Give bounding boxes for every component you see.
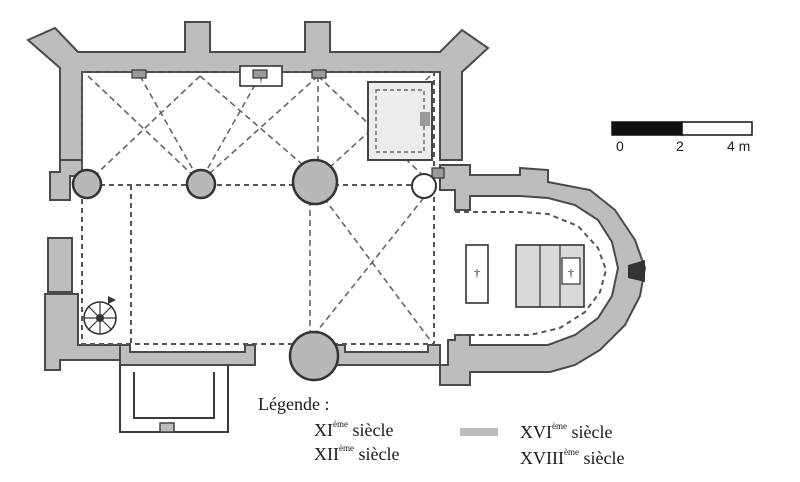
spiral-staircase [83,296,117,335]
altar-slab [465,244,489,304]
apse: † † [439,164,647,386]
pier-west [71,168,103,200]
legend-swatch-xvi [460,428,498,436]
porch-outer [119,365,229,433]
tabernacle-cross-icon: † [568,266,574,280]
legend-title: Légende : [258,394,330,414]
west-wall-middle [47,237,73,293]
legend-item-xii: XIIème siècle [314,443,400,464]
scale-bar [611,121,753,136]
porch-buttress [159,422,175,433]
south-porch [119,365,229,433]
altar-cross-icon: † [474,266,480,280]
pier-middle [185,168,217,200]
piers [71,158,437,382]
apse-wall [439,164,647,386]
wall-capitals [131,69,445,179]
legend-item-xvi: XVIème siècle [520,421,613,442]
south-wall-east [329,344,441,366]
porch-inner [133,372,215,419]
sacristy [367,81,433,161]
south-wall-west [119,344,256,366]
pier-chancel [411,173,437,199]
apse-buttress [628,260,645,282]
pier-large-north [291,158,339,206]
nave-walls [26,21,490,371]
scale-tick-4m: 4 m [727,138,751,154]
legend-item-xi: XIème siècle [314,419,394,440]
apse-inner-line [455,211,608,336]
legend-item-xviii: XVIIIème siècle [520,447,625,468]
scale-tick-2: 2 [676,138,684,154]
pier-large-south [288,330,340,382]
scale-tick-0: 0 [616,138,624,154]
